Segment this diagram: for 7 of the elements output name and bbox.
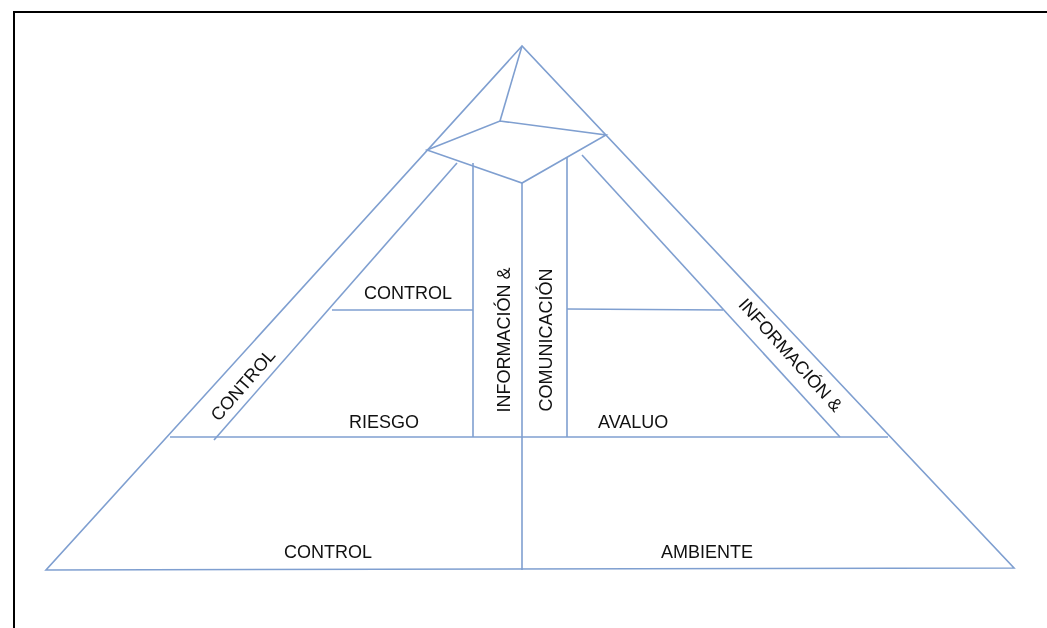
section-label: INFORMACIÓN & [494,267,512,413]
section-label: RIESGO [349,413,419,431]
section-label: CONTROL [284,543,372,561]
section-label: AVALUO [598,413,669,431]
section-label: COMUNICACIÓN [536,268,554,412]
section-label: CONTROL [364,284,452,302]
section-label: AMBIENTE [661,543,753,561]
